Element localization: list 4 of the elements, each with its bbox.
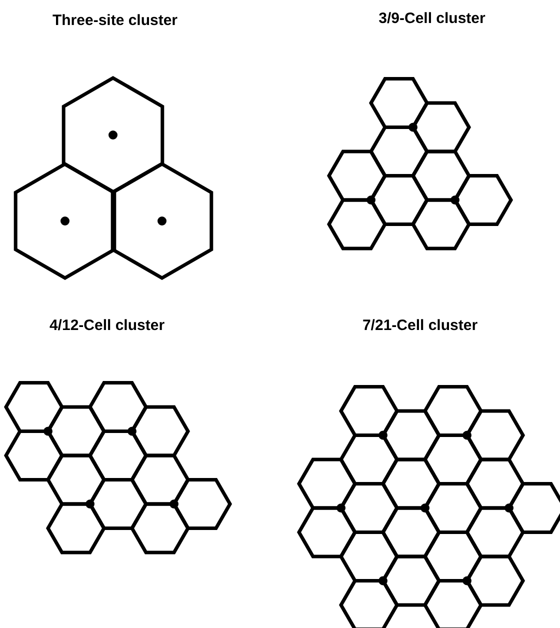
panel-title: 3/9-Cell cluster xyxy=(378,10,486,27)
panel-title: 4/12-Cell cluster xyxy=(49,317,165,334)
panel-title: Three-site cluster xyxy=(52,12,178,29)
panel-title: 7/21-Cell cluster xyxy=(362,317,478,334)
